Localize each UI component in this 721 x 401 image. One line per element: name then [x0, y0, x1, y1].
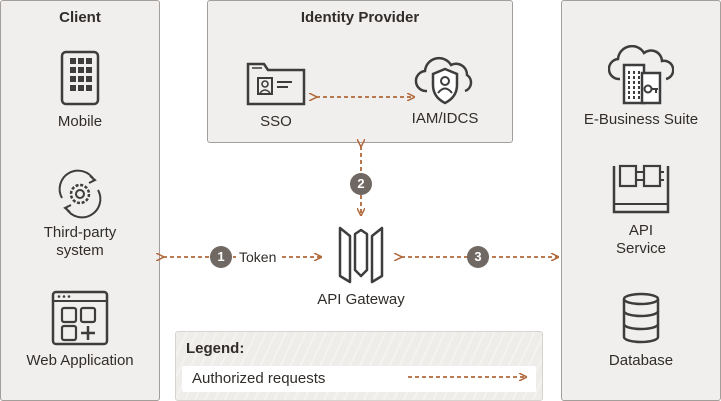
- mobile-node: Mobile: [10, 50, 150, 131]
- identity-provider-panel: Identity Provider: [207, 0, 513, 143]
- api-gateway-label: API Gateway: [317, 291, 405, 308]
- api-gateway-node: API Gateway: [306, 226, 416, 309]
- web-app-label: Web Application: [26, 352, 134, 369]
- sso-label: SSO: [260, 113, 292, 130]
- api-service-icon: [612, 164, 670, 214]
- token-label: Token: [236, 248, 280, 266]
- sso-node: SSO: [236, 60, 316, 131]
- gear-cycle-icon: [58, 169, 102, 219]
- legend-title: Legend:: [186, 340, 245, 357]
- mobile-icon: [60, 50, 100, 106]
- third-party-label: Third-party system: [43, 224, 117, 259]
- third-party-node: Third-party system: [10, 168, 150, 260]
- mobile-label: Mobile: [57, 113, 103, 130]
- identity-provider-title: Identity Provider: [300, 9, 420, 26]
- ebs-node: E-Business Suite: [566, 45, 716, 129]
- database-icon: [622, 292, 660, 344]
- cloud-shield-icon: [414, 56, 473, 105]
- step-3-badge: 3: [467, 246, 489, 268]
- legend: Legend: Authorized requests: [175, 331, 543, 401]
- legend-item-label: Authorized requests: [192, 370, 326, 387]
- iam-node: IAM/IDCS: [400, 53, 490, 128]
- step-1-badge: 1: [210, 246, 232, 268]
- api-service-label: API Service: [615, 222, 667, 257]
- ebs-label: E-Business Suite: [583, 111, 699, 128]
- database-label: Database: [608, 352, 674, 369]
- ebs-building-icon: [608, 45, 674, 105]
- sso-folder-icon: [246, 62, 306, 106]
- web-application-icon: [51, 290, 109, 346]
- web-app-node: Web Application: [10, 290, 150, 370]
- step-2-badge: 2: [350, 173, 372, 195]
- legend-item-authorized-requests: Authorized requests: [182, 366, 536, 392]
- client-panel: Client: [0, 0, 160, 401]
- client-panel-title: Client: [59, 9, 101, 26]
- api-gateway-icon: [338, 226, 384, 284]
- api-service-node: API Service: [566, 160, 716, 258]
- database-node: Database: [566, 292, 716, 370]
- iam-label: IAM/IDCS: [411, 110, 479, 127]
